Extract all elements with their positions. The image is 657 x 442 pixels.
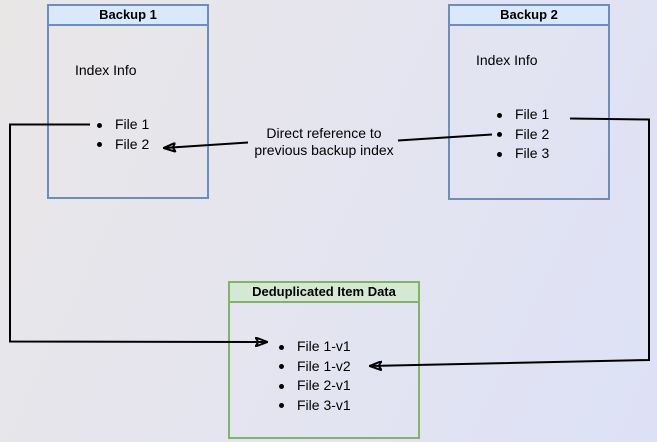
file-list-item: File 2-v1: [276, 376, 351, 396]
backup2-file-list: File 1 File 2 File 3: [494, 105, 549, 164]
file-list-item: File 3-v1: [276, 396, 351, 416]
backup2-box: Backup 2 Index Info File 1 File 2 File 3: [448, 4, 610, 200]
file-list-item: File 2: [94, 135, 149, 155]
backup2-index-info-label: Index Info: [476, 52, 538, 68]
file-list-item: File 1: [94, 115, 149, 135]
backup1-file-list: File 1 File 2: [94, 115, 149, 154]
file-list-item: File 1: [494, 105, 549, 125]
dedup-box: Deduplicated Item Data File 1-v1 File 1-…: [228, 281, 420, 439]
dedup-title: Deduplicated Item Data: [230, 283, 418, 303]
backup1-box: Backup 1 Index Info File 1 File 2: [47, 4, 209, 199]
file-list-item: File 3: [494, 144, 549, 164]
file-list-item: File 1-v2: [276, 357, 351, 377]
dedup-file-list: File 1-v1 File 1-v2 File 2-v1 File 3-v1: [276, 337, 351, 415]
file-list-item: File 2: [494, 125, 549, 145]
file-list-item: File 1-v1: [276, 337, 351, 357]
backup1-index-info-label: Index Info: [75, 62, 137, 78]
backup1-title: Backup 1: [49, 6, 207, 26]
direct-reference-edge-label: Direct reference to previous backup inde…: [254, 125, 394, 158]
backup2-title: Backup 2: [450, 6, 608, 26]
